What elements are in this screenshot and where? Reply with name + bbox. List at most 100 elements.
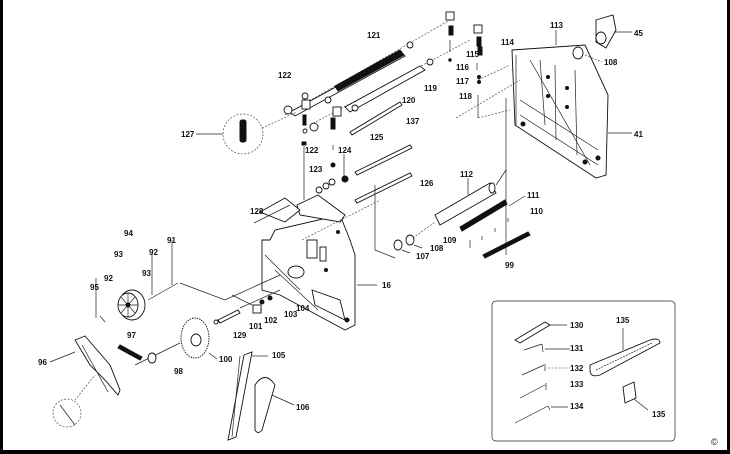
- callout-127: 127: [181, 130, 195, 139]
- guide-shaft-assembly: [309, 24, 483, 132]
- callout-117: 117: [456, 77, 469, 86]
- callout-121: 121: [367, 31, 381, 40]
- callout-119: 119: [424, 84, 437, 93]
- callout-labels: 121 122 122 127 119 120 137 125 124 123 …: [38, 21, 666, 419]
- callout-91: 91: [167, 236, 176, 245]
- gear-98: [147, 352, 157, 364]
- callout-104: 104: [296, 304, 310, 313]
- frame-border-right: [727, 0, 730, 454]
- axis-line-107: [374, 249, 396, 259]
- callout-126: 126: [420, 179, 434, 188]
- callout-108-lower: 108: [430, 244, 444, 253]
- callout-97: 97: [127, 331, 136, 340]
- callout-45: 45: [634, 29, 643, 38]
- callout-113: 113: [550, 21, 563, 30]
- axis-line-91: [179, 274, 281, 301]
- axis-line-98: [134, 342, 181, 366]
- callout-96: 96: [38, 358, 47, 367]
- pins-110: [469, 218, 509, 248]
- callout-109: 109: [443, 236, 457, 245]
- callout-115: 115: [466, 50, 479, 59]
- rod-125: [354, 144, 413, 176]
- callout-112: 112: [460, 170, 473, 179]
- guide-line-119: [455, 79, 521, 119]
- axis-line-frame: [301, 199, 381, 241]
- callout-107: 107: [416, 252, 430, 261]
- callout-95: 95: [90, 283, 99, 292]
- tool-135: [589, 328, 661, 377]
- hex-key-132: [521, 364, 546, 376]
- callout-101: 101: [249, 322, 263, 331]
- side-frame-41: [511, 44, 632, 179]
- shaft-91: [147, 282, 179, 301]
- callout-134: 134: [570, 402, 584, 411]
- callout-110: 110: [530, 207, 543, 216]
- hex-key-134: [514, 405, 551, 424]
- callout-92-upper: 92: [149, 248, 158, 257]
- knob-wheel: [117, 289, 146, 321]
- spring-stack-124: [315, 117, 349, 194]
- callout-106: 106: [296, 403, 310, 412]
- pin-129: [213, 309, 241, 325]
- callout-135: 135: [616, 316, 630, 325]
- accessory-box: [491, 300, 676, 442]
- callout-133: 133: [570, 380, 584, 389]
- callout-93-upper: 93: [114, 250, 123, 259]
- rod-99: [482, 231, 531, 259]
- callout-41: 41: [634, 130, 643, 139]
- callout-111: 111: [527, 191, 540, 200]
- belt-106: [254, 377, 295, 433]
- main-frame-16: [258, 194, 377, 331]
- gear-rod-111: [459, 195, 526, 232]
- callout-137: 137: [406, 117, 420, 126]
- callout-102: 102: [264, 316, 278, 325]
- callout-129: 129: [233, 331, 247, 340]
- detail-circle-127: [196, 111, 298, 155]
- belt-105: [227, 351, 268, 441]
- frame-border-bottom: [0, 450, 730, 454]
- callout-93-lower: 93: [142, 269, 151, 278]
- wrench-130: [514, 321, 551, 344]
- callout-131: 131: [570, 344, 584, 353]
- frame-border-left: [0, 0, 3, 454]
- callout-123: 123: [309, 165, 323, 174]
- hex-key-133: [519, 383, 547, 399]
- small-parts-115-117: [448, 40, 483, 84]
- spring-97: [117, 344, 143, 361]
- callout-99: 99: [505, 261, 514, 270]
- copyright-symbol: ©: [711, 437, 718, 447]
- hex-key-131: [523, 343, 544, 353]
- bracket-45: [595, 14, 632, 49]
- callout-136: 135: [652, 410, 666, 419]
- callout-105: 105: [272, 351, 286, 360]
- callout-120: 120: [402, 96, 416, 105]
- callout-128: 128: [250, 207, 264, 216]
- screw-128: [253, 204, 291, 224]
- leader-114: [477, 64, 511, 81]
- lead-screw-assembly: [283, 11, 455, 117]
- callout-108-upper: 108: [604, 58, 618, 67]
- callout-124: 124: [338, 146, 352, 155]
- guide-line-118: [477, 109, 511, 119]
- callout-92-lower: 92: [104, 274, 113, 283]
- callout-132: 132: [570, 364, 584, 373]
- callout-118: 118: [459, 92, 472, 101]
- callout-130: 130: [570, 321, 584, 330]
- rod-137: [349, 101, 403, 136]
- callout-94: 94: [124, 229, 133, 238]
- plate-136: [622, 381, 649, 411]
- gear-100: [180, 317, 218, 360]
- callout-103: 103: [284, 310, 298, 319]
- callout-122-lower: 122: [305, 146, 319, 155]
- callout-122-upper: 122: [278, 71, 292, 80]
- bushing-108-top: [572, 46, 603, 63]
- washer-107: [393, 239, 411, 254]
- callout-98: 98: [174, 367, 183, 376]
- belt-tool-96: [49, 335, 121, 428]
- bushing-108-lower: [405, 234, 423, 249]
- spring-stack-122: [301, 114, 308, 200]
- callout-125: 125: [370, 133, 384, 142]
- rod-126: [354, 172, 413, 204]
